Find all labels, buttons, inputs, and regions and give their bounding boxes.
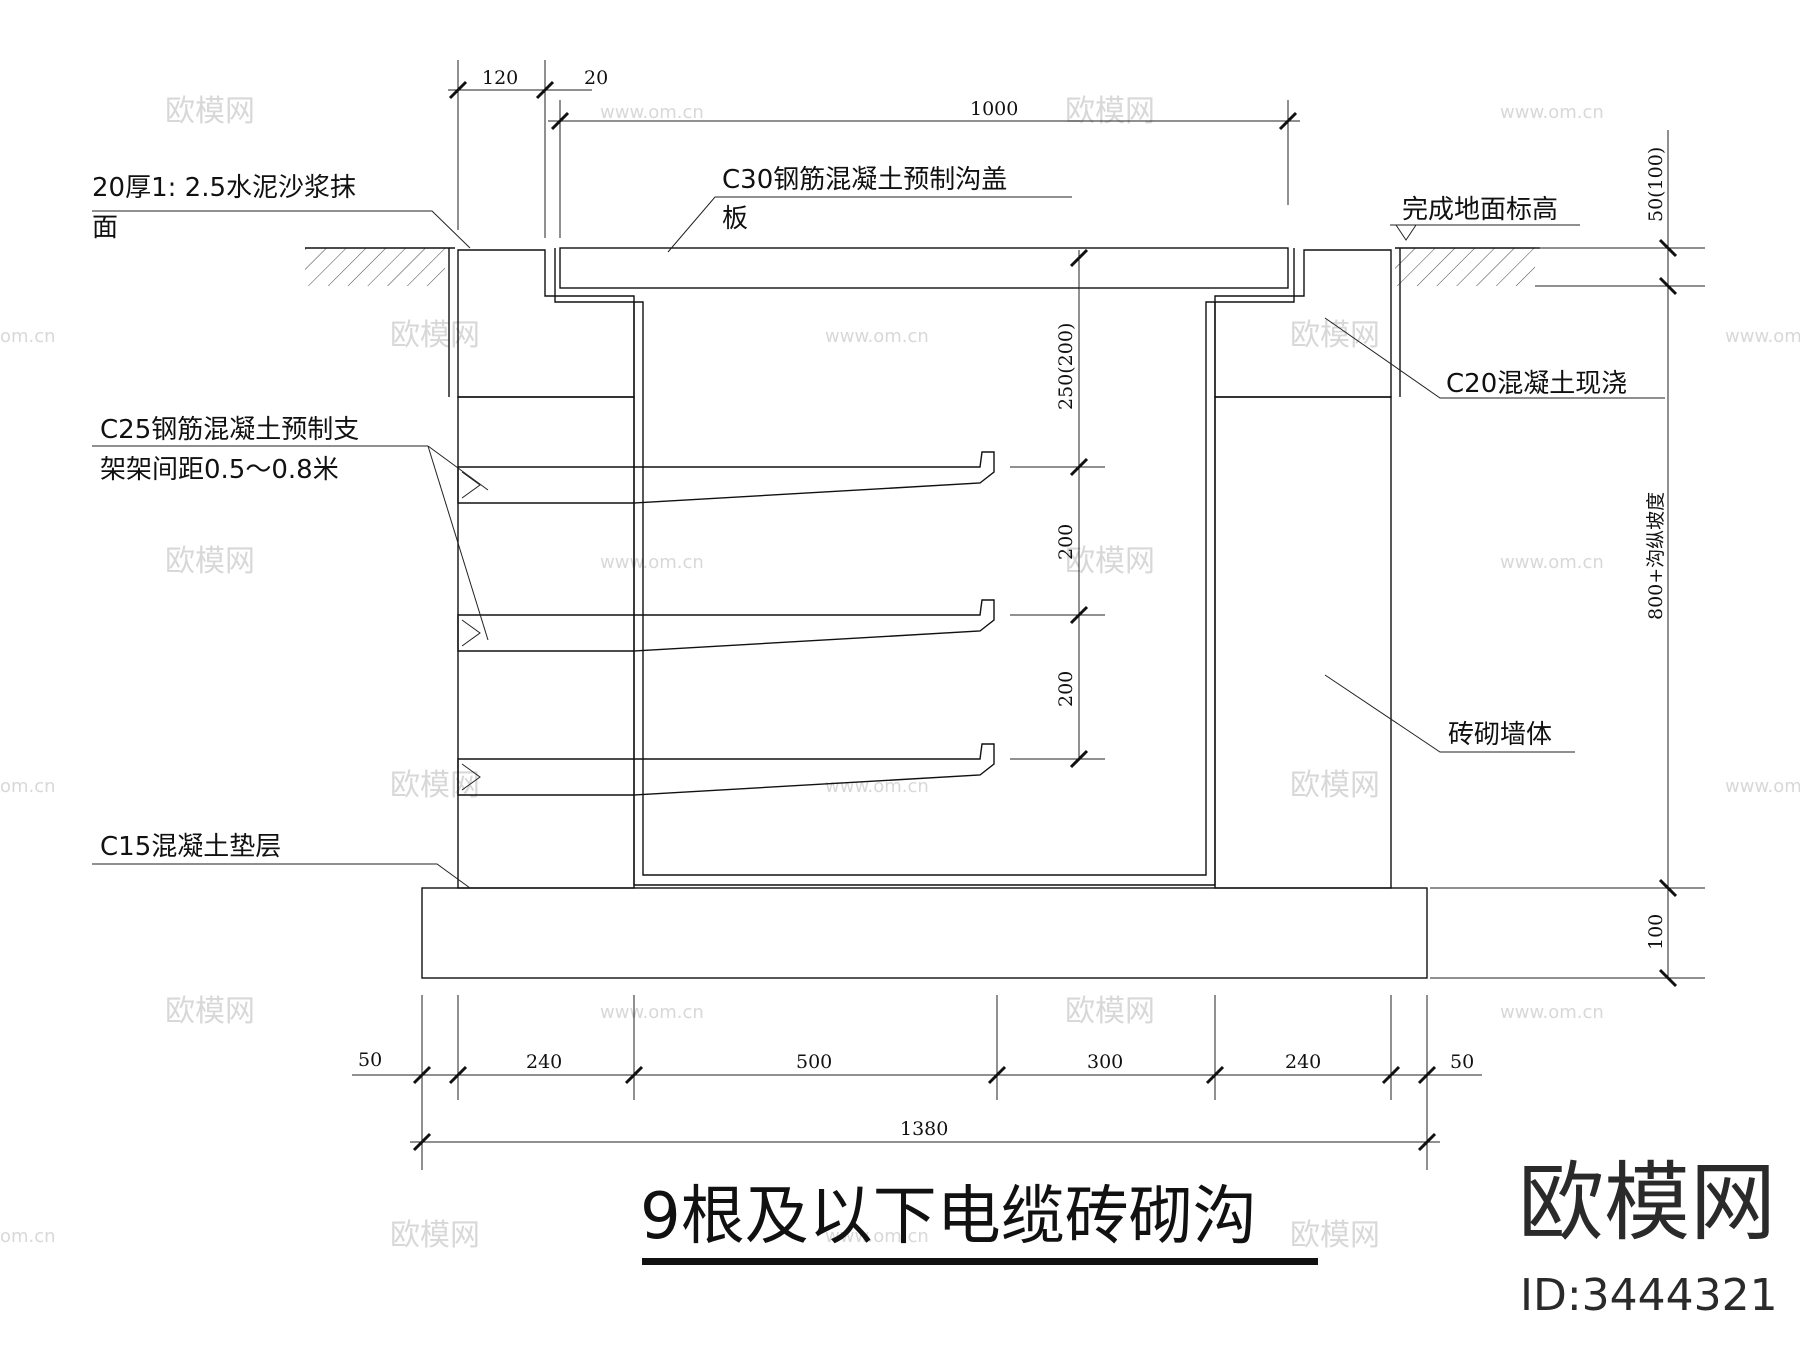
watermark-logo: 欧模网 <box>1065 544 1155 579</box>
c30-cover-slab <box>559 247 1289 289</box>
dim-300: 300 <box>1087 1051 1123 1073</box>
c25-bracket-3 <box>457 743 995 796</box>
watermark-url: om.cn <box>0 326 56 347</box>
watermark-logo: 欧模网 <box>165 994 255 1029</box>
dim-20: 20 <box>584 67 608 89</box>
drawing-title: 9根及以下电缆砖砌沟 <box>640 1180 1318 1265</box>
watermark-url: www.om.cn <box>1500 1002 1604 1023</box>
watermark-url: www.om.cn <box>825 1226 929 1247</box>
label-bracket-line2: 架架间距0.5～0.8米 <box>100 455 339 485</box>
dim-1380: 1380 <box>900 1118 948 1140</box>
label-cover-line1: C30钢筋混凝土预制沟盖 <box>722 165 1007 195</box>
watermark-url: www.om.cn <box>1725 776 1800 797</box>
dim-50-100: 50(100) <box>1645 147 1667 222</box>
top-dimensions: 120 20 1000 <box>448 60 1300 238</box>
watermark-logo: 欧模网 <box>1065 994 1155 1029</box>
soil-mask <box>455 240 1395 300</box>
dim-120: 120 <box>482 67 518 89</box>
watermark-layer: 欧模网 www.om.cn 欧模网 www.om.cn om.cn 欧模网 ww… <box>0 94 1800 1253</box>
dim-800-slope: 800+沟纵坡度 <box>1645 492 1667 620</box>
brand-logo: 欧模网 <box>1518 1153 1776 1253</box>
c25-bracket-2 <box>457 599 995 652</box>
c25-bracket-1 <box>457 451 995 504</box>
c20-cap-left <box>457 249 635 398</box>
watermark-logo: 欧模网 <box>1290 768 1380 803</box>
brand-id: ID:3444321 <box>1520 1270 1778 1321</box>
watermark-url: www.om.cn <box>1500 552 1604 573</box>
watermark-logo: 欧模网 <box>390 318 480 353</box>
label-plaster-line2: 面 <box>92 213 118 243</box>
watermark-logo: 欧模网 <box>165 544 255 579</box>
dim-240-right: 240 <box>1285 1051 1321 1073</box>
watermark-url: www.om.cn <box>825 326 929 347</box>
watermark-url: www.om.cn <box>600 102 704 123</box>
watermark-logo: 欧模网 <box>390 768 480 803</box>
watermark-url: om.cn <box>0 1226 56 1247</box>
label-c15: C15混凝土垫层 <box>100 832 281 862</box>
dim-240-left: 240 <box>526 1051 562 1073</box>
dim-500: 500 <box>796 1051 832 1073</box>
watermark-logo: 欧模网 <box>165 94 255 129</box>
watermark-logo: 欧模网 <box>1065 94 1155 129</box>
dim-50-left: 50 <box>358 1049 382 1071</box>
c15-cushion <box>421 887 1428 979</box>
left-brick-wall <box>457 396 635 889</box>
watermark-url: www.om.cn <box>600 1002 704 1023</box>
label-ground-level: 完成地面标高 <box>1402 195 1558 225</box>
watermark-url: www.om.cn <box>1725 326 1800 347</box>
title-underline <box>642 1258 1318 1265</box>
annotations: 20厚1: 2.5水泥沙浆抹 面 C30钢筋混凝土预制沟盖 板 完成地面标高 C… <box>92 165 1665 889</box>
ground-soil <box>305 247 1540 286</box>
watermark-logo: 欧模网 <box>390 1218 480 1253</box>
dim-100: 100 <box>1645 914 1667 950</box>
watermark-url: www.om.cn <box>825 776 929 797</box>
right-brick-wall <box>1214 396 1392 889</box>
brand-stamp: 欧模网 ID:3444321 <box>1518 1153 1778 1321</box>
dim-250-200: 250(200) <box>1055 323 1077 410</box>
label-c20: C20混凝土现浇 <box>1446 369 1627 399</box>
internal-dimension-chain: 250(200) 200 200 <box>1010 248 1105 769</box>
bottom-dimensions: 50 240 500 300 240 50 1380 <box>352 995 1482 1170</box>
label-bracket-line1: C25钢筋混凝土预制支 <box>100 415 359 445</box>
watermark-url: om.cn <box>0 776 56 797</box>
title-text: 9根及以下电缆砖砌沟 <box>640 1180 1257 1254</box>
label-cover-line2: 板 <box>722 204 748 234</box>
label-brick-wall: 砖砌墙体 <box>1448 720 1552 750</box>
dim-1000: 1000 <box>970 98 1018 120</box>
dim-200-a: 200 <box>1055 524 1077 560</box>
dim-200-b: 200 <box>1055 671 1077 707</box>
watermark-logo: 欧模网 <box>1290 1218 1380 1253</box>
watermark-url: www.om.cn <box>1500 102 1604 123</box>
dim-50-right: 50 <box>1450 1051 1474 1073</box>
watermark-logo: 欧模网 <box>1290 318 1380 353</box>
watermark-url: www.om.cn <box>600 552 704 573</box>
label-plaster-line1: 20厚1: 2.5水泥沙浆抹 <box>92 173 356 203</box>
plaster-lining <box>448 248 1401 886</box>
right-dimensions: 50(100) 800+沟纵坡度 100 <box>1430 130 1705 988</box>
c20-cap-right <box>1214 249 1392 398</box>
